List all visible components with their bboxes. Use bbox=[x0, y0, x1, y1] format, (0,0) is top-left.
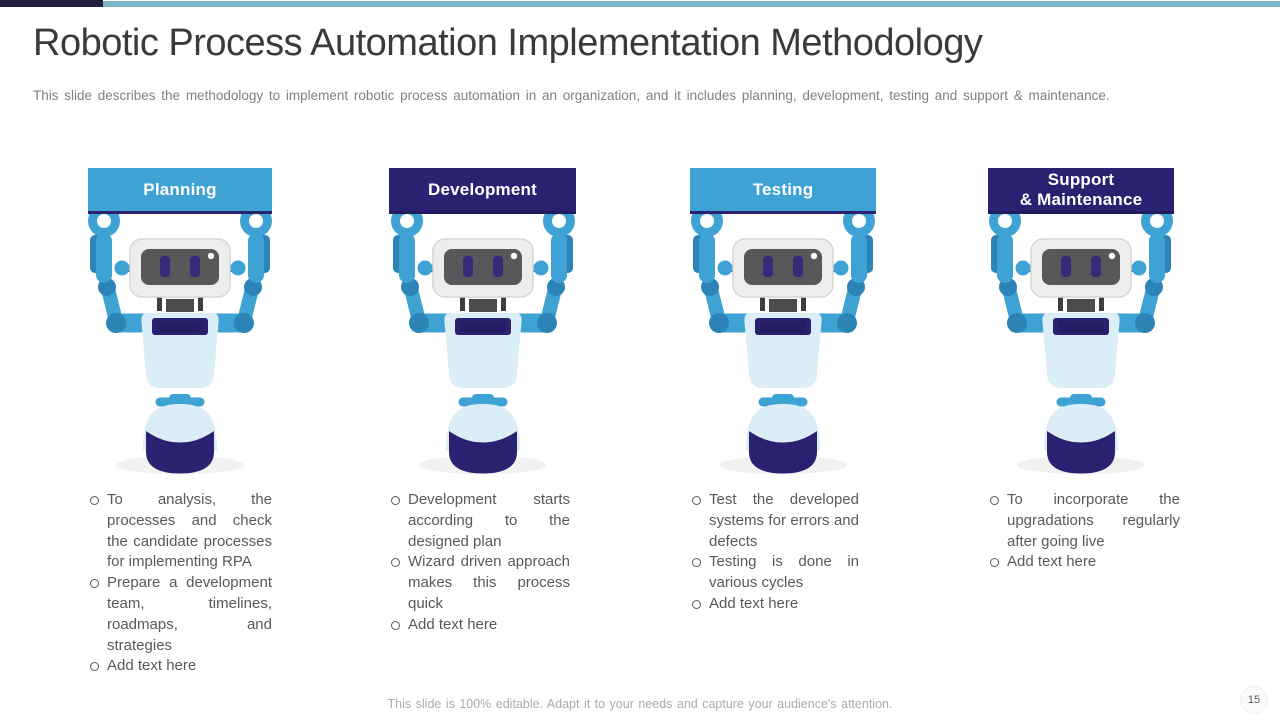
slide-description: This slide describes the methodology to … bbox=[33, 88, 1110, 103]
bullet-list: To incorporate the upgradations regularl… bbox=[988, 490, 1180, 573]
stage-banner: Development bbox=[389, 168, 576, 214]
robot-torso bbox=[1042, 313, 1120, 388]
robot-eye-right bbox=[190, 256, 200, 277]
page-title: Robotic Process Automation Implementatio… bbox=[33, 22, 983, 64]
robot-base bbox=[1044, 404, 1118, 474]
bullet-item: To analysis, the processes and check the… bbox=[88, 490, 272, 573]
robot-svg bbox=[989, 205, 1173, 474]
robot-ear-left bbox=[417, 260, 432, 276]
stage-banner: Support & Maintenance bbox=[988, 168, 1174, 214]
robot-eye-left bbox=[462, 256, 473, 277]
robot-base bbox=[445, 404, 520, 474]
column-development: Development bbox=[389, 168, 576, 633]
robot-arm-left bbox=[88, 205, 166, 333]
robot-ear-left bbox=[1015, 260, 1031, 276]
column-testing: Testing bbox=[690, 168, 876, 612]
robot-torso bbox=[443, 313, 522, 388]
robot-arm-right bbox=[194, 205, 272, 333]
bullet-item: Add text here bbox=[389, 615, 570, 636]
bullet-item: Development starts according to the desi… bbox=[389, 490, 570, 552]
robot-torso bbox=[744, 313, 822, 388]
robot-illustration bbox=[383, 205, 583, 475]
robot-ear-right bbox=[1131, 260, 1147, 276]
robot-head bbox=[717, 238, 849, 298]
robot-ear-right bbox=[833, 260, 849, 276]
robot-eye-right bbox=[1091, 256, 1101, 277]
robot-neck bbox=[459, 295, 506, 312]
bullet-item: Prepare a development team, timelines, r… bbox=[88, 573, 272, 656]
bullet-item: Add text here bbox=[88, 656, 272, 677]
bullet-list: Development starts according to the desi… bbox=[389, 490, 570, 636]
bullet-list: Test the developed systems for errors an… bbox=[690, 490, 859, 615]
robot-svg bbox=[691, 205, 875, 474]
robot-svg bbox=[390, 205, 575, 474]
bullet-item: Testing is done in various cycles bbox=[690, 552, 859, 594]
robot-neck bbox=[1058, 295, 1104, 312]
robot-illustration bbox=[981, 205, 1181, 475]
robot-screen bbox=[1042, 249, 1120, 285]
robot-svg bbox=[88, 205, 272, 474]
robot-screen bbox=[443, 249, 522, 285]
bullet-item: Test the developed systems for errors an… bbox=[690, 490, 859, 552]
bullet-item: Add text here bbox=[988, 552, 1180, 573]
column-support-maintenance: Support & Maintenance bbox=[988, 168, 1180, 570]
stage-banner: Testing bbox=[690, 168, 876, 214]
robot-eye-left bbox=[160, 256, 170, 277]
robot-eye-right bbox=[793, 256, 803, 277]
robot-screen bbox=[141, 249, 219, 285]
robot-ear-right bbox=[230, 260, 246, 276]
top-accent-bar-dark bbox=[0, 0, 103, 7]
robot-arm-right bbox=[497, 205, 575, 333]
robot-ear-right bbox=[533, 260, 548, 276]
stage-banner: Planning bbox=[88, 168, 272, 214]
robot-neck bbox=[760, 295, 806, 312]
robot-ear-left bbox=[717, 260, 733, 276]
robot-torso bbox=[141, 313, 219, 388]
robot-head bbox=[1015, 238, 1147, 298]
editable-note: This slide is 100% editable. Adapt it to… bbox=[387, 697, 893, 711]
robot-eye-left bbox=[1061, 256, 1071, 277]
robot-head bbox=[114, 238, 246, 298]
bullet-list: To analysis, the processes and check the… bbox=[88, 490, 272, 677]
robot-neck bbox=[157, 295, 203, 312]
page-number-badge: 15 bbox=[1240, 686, 1268, 714]
page-number: 15 bbox=[1247, 694, 1261, 706]
bullet-item: Add text here bbox=[690, 594, 859, 615]
bullet-item: Wizard driven approach makes this proces… bbox=[389, 552, 570, 614]
robot-illustration bbox=[80, 205, 280, 475]
robot-eye-right bbox=[492, 256, 503, 277]
robot-illustration bbox=[683, 205, 883, 475]
robot-screen bbox=[744, 249, 822, 285]
robot-head bbox=[417, 238, 548, 298]
robot-base bbox=[746, 404, 820, 474]
column-planning: Planning bbox=[88, 168, 272, 674]
bullet-item: To incorporate the upgradations regularl… bbox=[988, 490, 1180, 552]
robot-base bbox=[143, 404, 217, 474]
top-accent-bar-light bbox=[103, 1, 1280, 7]
robot-ear-left bbox=[114, 260, 130, 276]
robot-eye-left bbox=[763, 256, 773, 277]
